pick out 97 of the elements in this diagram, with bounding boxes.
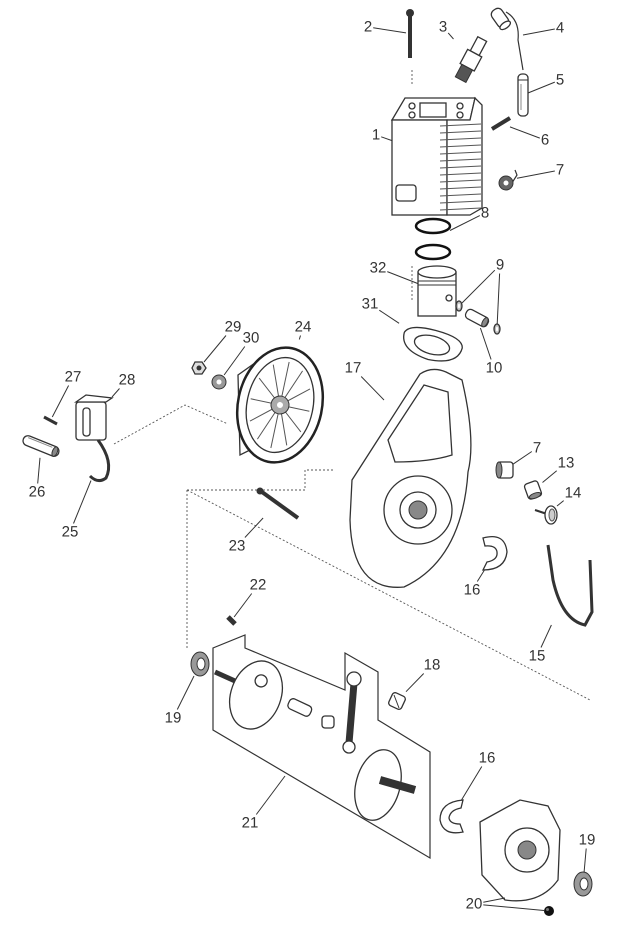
gasket-drawing — [403, 326, 463, 362]
callout-number: 19 — [164, 710, 182, 726]
leader-line — [406, 673, 424, 692]
spark-plug-drawing — [454, 36, 488, 84]
bolt-drawing — [406, 9, 414, 58]
callout-number: 31 — [360, 296, 380, 312]
callout-number: 27 — [64, 368, 82, 386]
callout-number: 4 — [554, 20, 566, 36]
callout-number: 24 — [294, 318, 312, 336]
leader-line — [112, 388, 120, 398]
leader-line — [496, 273, 500, 324]
bushing-drawing — [496, 461, 514, 479]
leader-line — [512, 451, 532, 465]
leader-line — [176, 676, 194, 710]
callout-number: 13 — [556, 454, 576, 472]
callout-number: 21 — [240, 814, 260, 832]
bearing-shell-drawing — [482, 536, 508, 571]
pin-drawing — [226, 615, 237, 626]
button-drawing — [534, 505, 558, 525]
leader-line — [482, 904, 544, 911]
callout-number: 16 — [478, 750, 496, 766]
leader-line — [461, 766, 482, 800]
callout-number: 16 — [462, 582, 482, 598]
callout-number: 17 — [344, 360, 362, 376]
clip-drawing — [493, 323, 501, 335]
ignition-coil-drawing — [74, 394, 114, 441]
callout-number: 10 — [484, 360, 504, 376]
leader-line — [256, 776, 286, 815]
washer-drawing — [212, 374, 226, 390]
leader-line — [482, 898, 506, 903]
callout-number: 3 — [438, 18, 448, 36]
leader-line — [204, 335, 226, 362]
leader-line — [378, 310, 400, 324]
callout-number: 7 — [532, 440, 542, 456]
drain-plug-drawing — [544, 906, 554, 916]
callout-number: 32 — [368, 260, 388, 276]
callout-number: 7 — [554, 162, 566, 178]
callout-number: 18 — [422, 656, 442, 674]
cylinder-drawing — [390, 96, 483, 216]
callout-number: 2 — [362, 18, 374, 36]
leader-line — [37, 457, 40, 484]
callout-number: 25 — [60, 524, 80, 540]
leader-line — [462, 270, 496, 304]
callout-number: 26 — [28, 484, 46, 500]
callout-number: 15 — [528, 648, 546, 664]
callout-number: 29 — [224, 318, 242, 336]
leader-line — [73, 480, 92, 524]
leader-line — [234, 593, 252, 618]
leader-line — [372, 27, 406, 34]
wire-drawing — [88, 439, 110, 482]
callout-number: 20 — [464, 896, 484, 912]
callout-number: 1 — [370, 126, 382, 144]
callout-number: 19 — [578, 832, 596, 848]
leader-line — [450, 215, 480, 231]
leader-line — [542, 470, 558, 483]
callout-number: 5 — [554, 72, 566, 88]
pin-drawing — [490, 116, 512, 131]
callout-number: 9 — [494, 256, 506, 274]
leader-line — [386, 271, 418, 284]
flywheel-drawing — [236, 346, 324, 464]
callout-number: 22 — [248, 576, 268, 594]
leader-line — [380, 136, 392, 142]
leader-line — [298, 335, 301, 340]
leader-line — [52, 385, 70, 418]
piston-ring-drawing — [414, 218, 452, 260]
leader-line — [540, 624, 552, 648]
screw-drawing — [43, 416, 58, 426]
callout-number: 28 — [118, 372, 136, 388]
leader-line — [224, 346, 246, 376]
plug-cap-drawing — [488, 6, 524, 70]
piston-drawing — [417, 265, 457, 317]
callout-number: 23 — [228, 538, 246, 554]
leader-line — [448, 32, 454, 40]
callout-number: 30 — [242, 330, 260, 346]
spring-clip-drawing — [546, 544, 594, 626]
leader-line — [360, 376, 384, 400]
bolt-drawing — [256, 488, 300, 520]
leader-line — [244, 518, 264, 538]
leader-line — [510, 126, 540, 139]
leader-line — [516, 170, 556, 179]
clip-drawing — [455, 300, 463, 312]
leader-line — [476, 570, 485, 582]
sleeve-drawing — [517, 73, 529, 117]
leader-line — [556, 500, 564, 506]
leader-line — [480, 328, 492, 360]
leader-line — [584, 848, 587, 872]
grommet-drawing — [498, 170, 518, 190]
nut-drawing — [191, 361, 207, 375]
seal-ring-drawing — [574, 872, 592, 896]
leader-line — [528, 82, 556, 94]
callout-number: 14 — [564, 484, 582, 502]
leader-line — [522, 28, 556, 36]
seal-ring-drawing — [190, 652, 210, 676]
callout-number: 6 — [540, 132, 550, 148]
spacer-drawing — [523, 479, 543, 501]
callout-number: 8 — [480, 204, 490, 222]
bearing-shell-drawing — [439, 799, 464, 834]
